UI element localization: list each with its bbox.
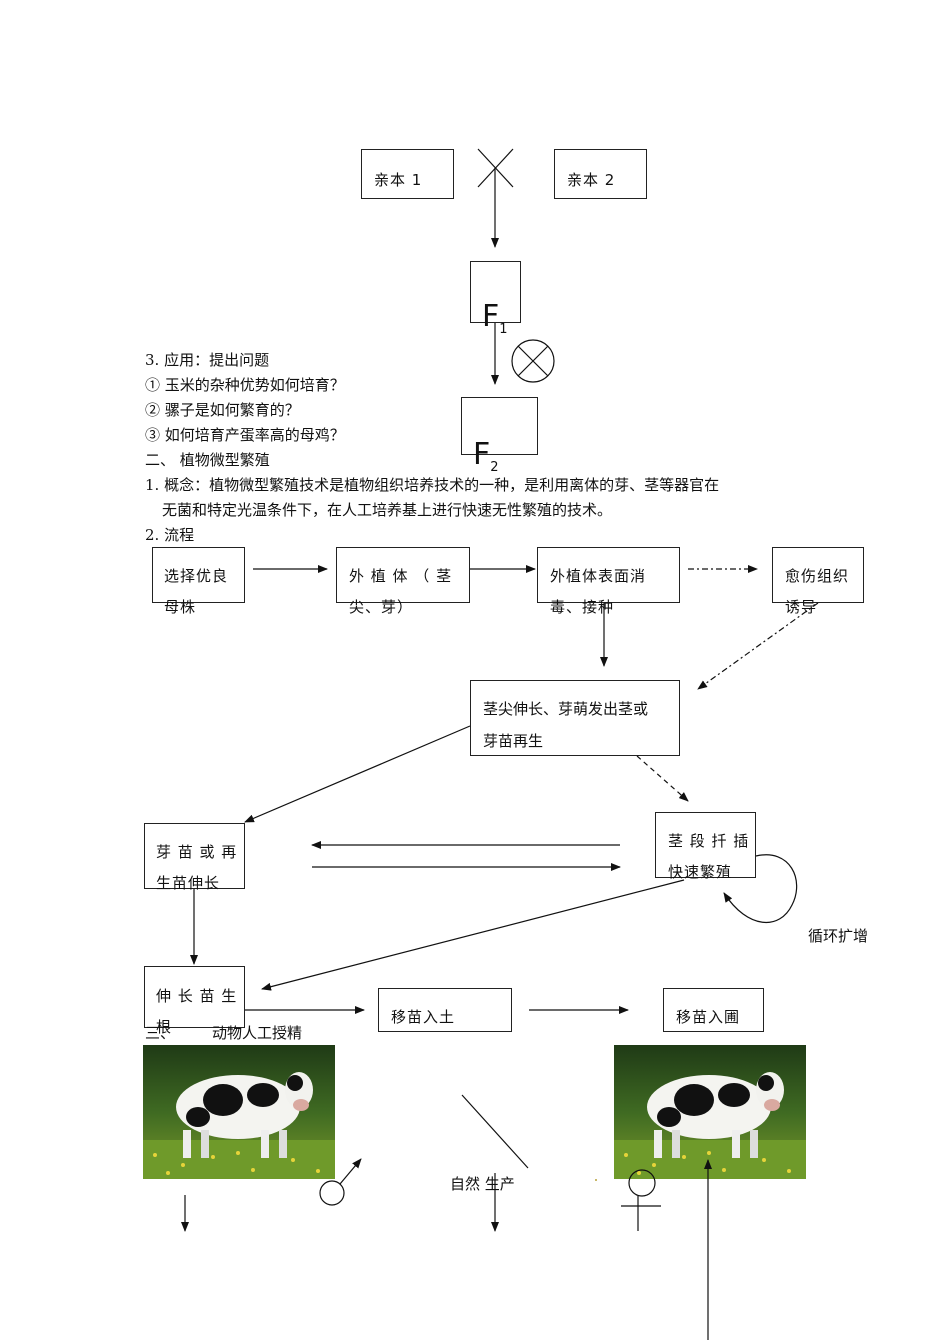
arrow-regeneration-to-shoot (244, 725, 471, 823)
rooting-label-1: 伸 长 苗 生 (156, 987, 238, 1005)
explant-label-1: 外 植 体 （ 茎 (349, 567, 453, 585)
stem-cutting-box (655, 812, 756, 878)
process-heading: 2. 流程 (145, 526, 195, 544)
callus-label-2: 诱导 (785, 598, 818, 616)
natural-production-label: 自然 生产 (450, 1175, 515, 1193)
disinfect-label-1: 外植体表面消 (550, 567, 647, 585)
f2-box (461, 397, 538, 455)
cow-photo-right (614, 1045, 806, 1179)
regeneration-label-2: 芽苗再生 (483, 732, 544, 750)
transplant-soil-label: 移苗入土 (391, 1008, 456, 1026)
question-3: ③ 如何培育产蛋率高的母鸡？ (145, 426, 345, 444)
f2-label: F2 (473, 438, 499, 485)
selfing-cross-2 (517, 345, 549, 377)
cycle-label: 循环扩增 (808, 927, 869, 945)
regeneration-box (470, 680, 680, 756)
cycle-loop-arrow (723, 854, 798, 924)
arrow-regeneration-to-cutting (636, 755, 689, 802)
disinfect-box (537, 547, 680, 603)
concept-line-1: 1. 概念：植物微型繁殖技术是植物组织培养技术的一种，是利用离体的芽、茎等器官在 (145, 476, 720, 494)
arrow-cutting-to-rooting (261, 879, 685, 991)
transplant-soil-box (378, 988, 512, 1032)
application-heading: 3. 应用：提出问题 (145, 351, 270, 369)
parent2-box (554, 149, 647, 199)
f2-subscript: 2 (490, 460, 499, 475)
male-symbol-arrow (339, 1158, 362, 1185)
selfing-circle (511, 339, 555, 383)
transplant-nursery-label: 移苗入圃 (676, 1008, 741, 1026)
f2-letter: F (473, 437, 491, 472)
stray-dot (595, 1179, 597, 1181)
arrow-callus-to-regeneration (697, 602, 819, 690)
select-mother-label-1: 选择优良 (164, 567, 229, 585)
parent2-label: 亲本 2 (567, 171, 616, 189)
question-2: ② 骡子是如何繁育的？ (145, 401, 300, 419)
cow-photo-left (143, 1045, 335, 1179)
parent1-label: 亲本 1 (374, 171, 423, 189)
rooting-label-2: 根 (156, 1018, 173, 1036)
shoot-elongation-box (144, 823, 245, 889)
stem-cutting-label-1: 茎 段 扦 插 (668, 832, 750, 850)
disinfect-label-2: 毒、接种 (550, 598, 615, 616)
parent1-box (361, 149, 454, 199)
select-mother-label-2: 母株 (164, 598, 197, 616)
female-symbol-circle (628, 1169, 656, 1197)
explant-label-2: 尖、芽） (349, 598, 414, 616)
animal-section-title: 动物人工授精 (212, 1024, 303, 1042)
male-symbol-circle (319, 1180, 345, 1206)
natural-slash (461, 1094, 529, 1169)
callus-box (772, 547, 864, 603)
shoot-elongation-label-2: 生苗伸长 (156, 874, 221, 892)
callus-label-1: 愈伤组织 (785, 567, 850, 585)
concept-line-2: 无菌和特定光温条件下，在人工培养基上进行快速无性繁殖的技术。 (162, 501, 613, 519)
question-1: ① 玉米的杂种优势如何培育？ (145, 376, 345, 394)
animal-section-number: 三、 (145, 1024, 176, 1042)
select-mother-box (152, 547, 245, 603)
plant-section-heading: 二、 植物微型繁殖 (145, 451, 270, 469)
f1-subscript: 1 (499, 322, 508, 337)
shoot-elongation-label-1: 芽 苗 或 再 (156, 843, 238, 861)
transplant-nursery-box (663, 988, 764, 1032)
explant-box (336, 547, 470, 603)
stem-cutting-label-2: 快速繁殖 (668, 863, 733, 881)
regeneration-label-1: 茎尖伸长、芽萌发出茎或 (483, 700, 649, 718)
f1-box (470, 261, 521, 323)
rooting-box (144, 966, 245, 1028)
